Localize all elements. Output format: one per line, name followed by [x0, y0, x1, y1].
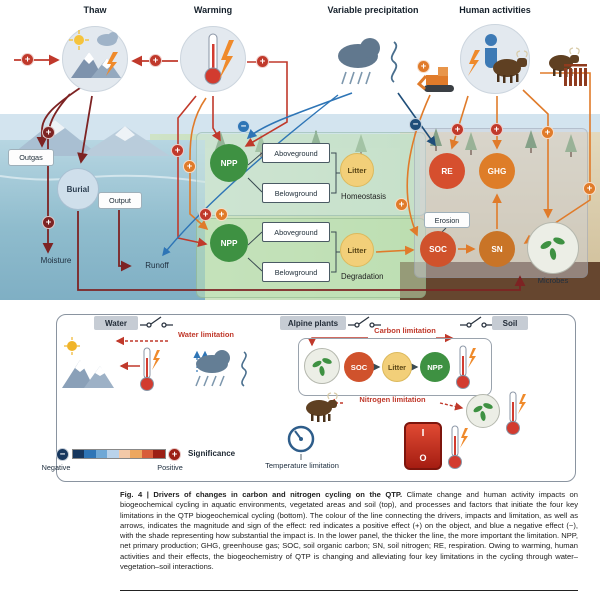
driver-precipitation-label: Variable precipitation: [327, 5, 419, 15]
positive-effect-badge: +: [199, 208, 212, 221]
panel-header-soil: Soil: [492, 316, 528, 330]
positive-effect-badge: +: [541, 126, 554, 139]
chain-node-litter: Litter: [382, 352, 412, 382]
positive-effect-badge: +: [395, 198, 408, 211]
node-ghg: GHG: [479, 153, 515, 189]
caption-divider: [120, 590, 578, 591]
label-moisture: Moisture: [40, 256, 72, 265]
negative-effect-badge: −: [409, 118, 422, 131]
positive-effect-badge: +: [215, 208, 228, 221]
box-belowground-upper: Belowground: [262, 183, 330, 203]
legend-negative-badge: −: [56, 448, 69, 461]
thermometer-icon: [456, 345, 476, 389]
caption-lead: Fig. 4 | Drivers of changes in carbon an…: [120, 490, 403, 499]
node-burial: Burial: [57, 168, 99, 210]
sun-mountain-icon: [62, 337, 114, 388]
positive-effect-badge: +: [171, 144, 184, 157]
node-outgas: Outgas: [8, 149, 54, 166]
node-soc: SOC: [420, 231, 456, 267]
label-temperature-limitation: Temperature limitation: [265, 461, 339, 470]
microbes-icon: [304, 348, 340, 384]
negative-effect-badge: −: [237, 120, 250, 133]
rain-cloud-icon: [195, 350, 247, 387]
figure-caption: Fig. 4 | Drivers of changes in carbon an…: [120, 490, 578, 572]
driver-human-label: Human activities: [459, 5, 531, 15]
legend-positive-badge: +: [168, 448, 181, 461]
limitations-panel: [56, 314, 576, 482]
box-belowground-lower: Belowground: [262, 262, 330, 282]
thermometer-icon: [204, 33, 234, 85]
positive-effect-badge: +: [451, 123, 464, 136]
positive-effect-badge: +: [21, 53, 34, 66]
chain-node-soc: SOC: [344, 352, 374, 382]
yak-icon: [306, 392, 338, 422]
positive-effect-badge: +: [183, 160, 196, 173]
precipitation-icon: [338, 38, 398, 85]
label-carbon-limitation: Carbon limitation: [374, 326, 436, 335]
legend-positive-label: Positive: [157, 463, 183, 472]
label-homeostasis: Homeostasis: [341, 192, 387, 201]
node-npp-lower: NPP: [210, 224, 248, 262]
label-water-limitation: Water limitation: [178, 330, 234, 339]
microbes-icon: [466, 394, 500, 428]
legend-title: Significance: [188, 449, 236, 458]
driver-thaw-label: Thaw: [83, 5, 107, 15]
node-sn: SN: [479, 231, 515, 267]
thaw-icon: [69, 30, 121, 78]
caption-body: Climate change and human activity impact…: [120, 490, 578, 572]
positive-effect-badge: +: [42, 216, 55, 229]
label-microbes: Microbes: [537, 276, 569, 285]
node-litter-lower: Litter: [340, 233, 374, 267]
panel-header-water: Water: [94, 316, 138, 330]
label-nitrogen-limitation: Nitrogen limitation: [359, 395, 426, 404]
excavator-icon: [416, 67, 454, 92]
positive-effect-badge: +: [149, 54, 162, 67]
positive-effect-badge: +: [583, 182, 596, 195]
box-aboveground-lower: Aboveground: [262, 222, 330, 242]
thermometer-icon: [140, 347, 160, 391]
herder-and-yak-icon: [468, 34, 528, 83]
legend-negative-label: Negative: [41, 463, 71, 472]
power-switch-on-label: I: [421, 428, 425, 439]
positive-effect-badge: +: [417, 60, 430, 73]
power-switch-icon: I O: [404, 422, 442, 470]
driver-thaw: [62, 26, 128, 92]
driver-warming: [180, 26, 246, 92]
power-switch-off-label: O: [419, 453, 427, 463]
positive-effect-badge: +: [42, 126, 55, 139]
positive-effect-badge: +: [490, 123, 503, 136]
node-npp-upper: NPP: [210, 144, 248, 182]
node-erosion: Erosion: [424, 212, 470, 228]
microbes-icon: [540, 237, 565, 260]
box-aboveground-upper: Aboveground: [262, 143, 330, 163]
thermometer-icon: [506, 391, 526, 435]
node-re: RE: [429, 153, 465, 189]
label-runoff: Runoff: [145, 261, 169, 270]
radiator-icon: [564, 64, 587, 86]
thermometer-icon: [448, 425, 468, 469]
node-microbes: [527, 222, 579, 274]
panel-header-alpine-plants: Alpine plants: [280, 316, 346, 330]
gauge-icon: [287, 425, 315, 453]
significance-gradient-bar: [72, 449, 166, 459]
positive-effect-badge: +: [256, 55, 269, 68]
chain-node-npp: NPP: [420, 352, 450, 382]
node-litter-upper: Litter: [340, 153, 374, 187]
node-output: Output: [98, 192, 142, 209]
label-degradation: Degradation: [341, 272, 384, 281]
driver-human: [460, 24, 530, 94]
carbon-chain-box: [298, 338, 492, 396]
driver-warming-label: Warming: [193, 5, 233, 15]
